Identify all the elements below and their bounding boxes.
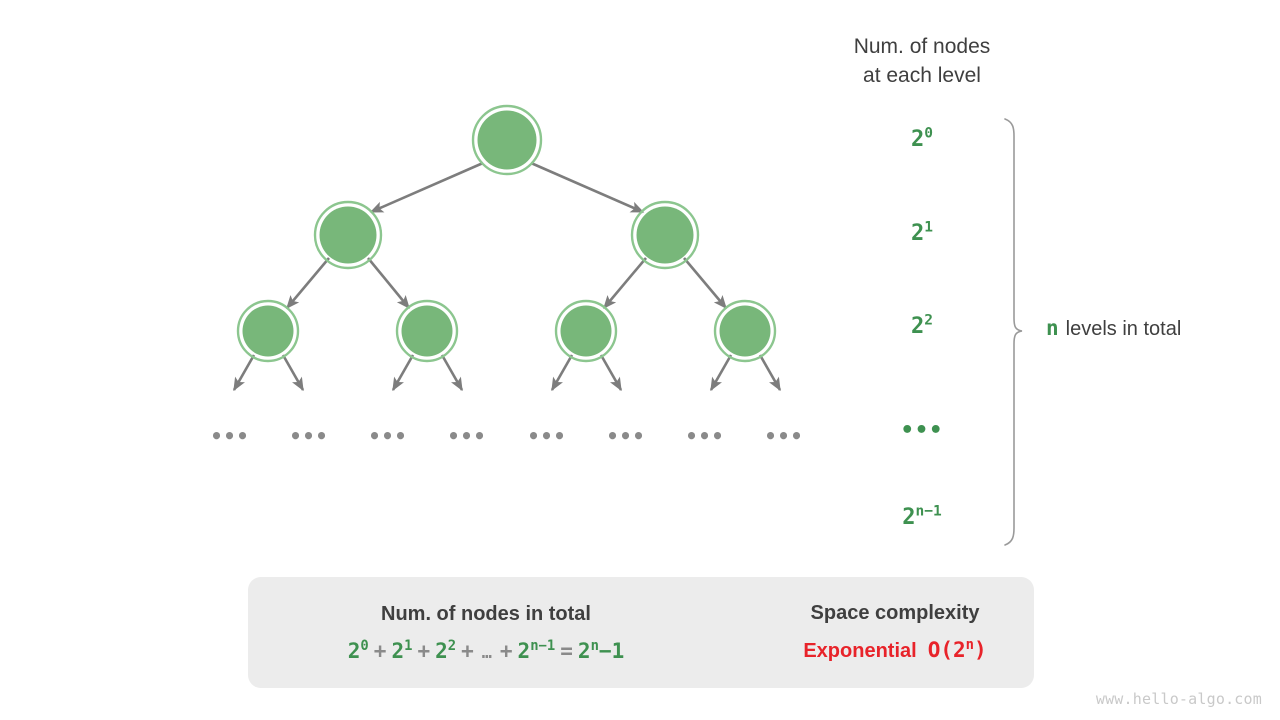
right-column-title-line2: at each level — [863, 64, 981, 87]
levels-in-total-text: levels in total — [1065, 318, 1182, 340]
formula-ellipsis: … — [481, 641, 492, 662]
formula-plus-3: + — [499, 638, 513, 663]
formula-term-last: 2n−1 — [517, 637, 556, 663]
tree-node-root — [471, 104, 543, 176]
tree-ellipsis-6-glyph: ••• — [606, 424, 646, 448]
tree-ellipsis-6: ••• — [606, 424, 646, 448]
tree-edges — [232, 161, 782, 392]
tree-ellipsis-1-glyph: ••• — [210, 424, 250, 448]
formula-term-1: 21 — [391, 637, 413, 663]
level-count-0-base: 2 — [911, 127, 925, 152]
edge-l2b-left — [603, 257, 647, 310]
edge-l3a-right — [281, 354, 305, 392]
edge-l2a-left — [286, 257, 330, 310]
total-nodes-title: Num. of nodes in total — [381, 602, 591, 625]
tree-ellipsis-5-glyph: ••• — [527, 424, 567, 448]
level-count-last-exp: n−1 — [915, 503, 942, 520]
summary-panel-right: Space complexity Exponential O(2n) — [756, 577, 1034, 688]
tree-ellipsis-3-glyph: ••• — [368, 424, 408, 448]
formula-equals: = — [560, 638, 573, 663]
space-complexity-title: Space complexity — [810, 602, 980, 624]
edge-l3c-left — [550, 354, 574, 392]
level-count-1: 21 — [862, 219, 982, 246]
tree-ellipsis-8-glyph: ••• — [764, 424, 804, 448]
edge-root-right — [530, 161, 645, 214]
right-column-title: Num. of nodes at each level — [812, 32, 1032, 90]
edge-l3a-left — [232, 354, 256, 392]
site-watermark: www.hello-algo.com — [1095, 690, 1262, 708]
level-count-1-base: 2 — [911, 221, 925, 246]
summary-panel-left: Num. of nodes in total 20+21+22+…+2n−1=2… — [248, 577, 724, 688]
edge-root-left — [369, 161, 484, 214]
tree-node-l2-2 — [630, 200, 700, 270]
total-nodes-formula: 20+21+22+…+2n−1=2n−1 — [348, 639, 624, 663]
complexity-big-o: O(2n) — [927, 637, 987, 662]
edge-l2a-right — [366, 257, 411, 310]
levels-brace — [1004, 118, 1023, 546]
edge-l3d-left — [709, 354, 733, 392]
formula-plus-1: + — [417, 638, 431, 663]
tree-ellipsis-1: ••• — [210, 424, 250, 448]
tree-ellipsis-2-glyph: ••• — [289, 424, 329, 448]
space-complexity-value: Exponential O(2n) — [803, 638, 986, 663]
tree-node-l2-1 — [313, 200, 383, 270]
tree-node-l3-4 — [713, 299, 777, 363]
formula-plus-0: + — [373, 638, 387, 663]
level-count-ellipsis-glyph: ••• — [900, 418, 944, 443]
edge-l2b-right — [683, 257, 727, 310]
level-count-last-base: 2 — [902, 505, 916, 530]
level-count-1-exp: 1 — [924, 219, 933, 236]
tree-ellipsis-3: ••• — [368, 424, 408, 448]
tree-ellipsis-7-glyph: ••• — [685, 424, 725, 448]
tree-ellipsis-4: ••• — [447, 424, 487, 448]
formula-plus-2: + — [461, 638, 474, 663]
tree-node-l3-1 — [236, 299, 300, 363]
tree-node-l3-2 — [395, 299, 459, 363]
formula-result: 2n−1 — [577, 637, 625, 663]
edge-l3c-right — [599, 354, 623, 392]
level-count-2-exp: 2 — [924, 312, 933, 329]
level-count-2: 22 — [862, 312, 982, 339]
tree-ellipsis-2: ••• — [289, 424, 329, 448]
tree-node-l3-3 — [554, 299, 618, 363]
tree-ellipsis-8: ••• — [764, 424, 804, 448]
tree-ellipsis-7: ••• — [685, 424, 725, 448]
tree-ellipsis-4-glyph: ••• — [447, 424, 487, 448]
formula-term-0: 20 — [347, 637, 369, 663]
level-count-2-base: 2 — [911, 314, 925, 339]
right-column-title-line1: Num. of nodes — [853, 35, 991, 58]
levels-in-total-label: n levels in total — [1046, 316, 1181, 341]
level-count-last: 2n−1 — [862, 503, 982, 530]
edge-l3b-left — [391, 354, 415, 392]
level-count-ellipsis: ••• — [862, 418, 982, 443]
edge-l3d-right — [758, 354, 782, 392]
summary-panel — [248, 577, 1034, 688]
tree-ellipsis-5: ••• — [527, 424, 567, 448]
complexity-word: Exponential — [803, 640, 917, 662]
level-count-0: 20 — [862, 125, 982, 152]
edge-l3b-right — [440, 354, 464, 392]
formula-term-2: 22 — [435, 637, 457, 663]
tree-nodes — [236, 104, 777, 363]
levels-in-total-n: n — [1046, 316, 1059, 340]
level-count-0-exp: 0 — [924, 125, 933, 142]
